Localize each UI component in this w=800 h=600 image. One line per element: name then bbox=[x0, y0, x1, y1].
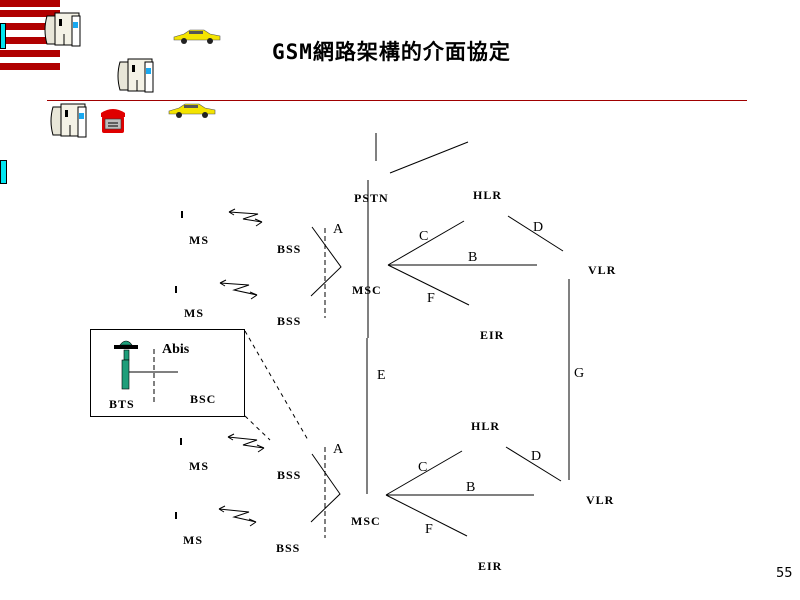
radio-link-icon bbox=[228, 208, 263, 227]
title-divider bbox=[47, 100, 747, 101]
ms-label: MS bbox=[189, 459, 209, 473]
pstn-line bbox=[389, 141, 469, 174]
vlr-label: VLR bbox=[586, 493, 615, 507]
hlr-label: HLR bbox=[471, 419, 501, 433]
bss-label: BSS bbox=[276, 541, 301, 555]
interface-b-label: B bbox=[468, 250, 478, 265]
slide-title: GSM網路架構的介面協定 bbox=[272, 40, 511, 64]
interface-c-line bbox=[387, 220, 465, 266]
taxi-icon bbox=[173, 29, 221, 44]
interface-f-line bbox=[385, 494, 468, 537]
interface-a-label: A bbox=[333, 222, 344, 237]
link-e-label: E bbox=[377, 368, 386, 383]
ms-label: MS bbox=[184, 306, 204, 320]
callout-line bbox=[244, 415, 271, 441]
hlr-label: HLR bbox=[473, 188, 503, 202]
eir-label: EIR bbox=[478, 559, 503, 573]
bss-label: BSS bbox=[277, 242, 302, 256]
interface-f-label: F bbox=[427, 291, 435, 306]
interface-d-line bbox=[505, 446, 562, 482]
telephone-icon bbox=[101, 109, 125, 133]
page-number: 55 bbox=[776, 566, 793, 581]
interface-d-label: D bbox=[533, 220, 544, 235]
pstn-label: PSTN bbox=[354, 191, 389, 205]
cyan-bar-icon bbox=[0, 23, 6, 49]
interface-c-label: C bbox=[419, 229, 429, 244]
cyan-bar-icon bbox=[0, 160, 7, 184]
computer-icon bbox=[117, 58, 154, 93]
bss-label: BSS bbox=[277, 314, 302, 328]
interface-f-label: F bbox=[425, 522, 433, 537]
interface-c-label: C bbox=[418, 460, 428, 475]
bts-label: BTS bbox=[109, 397, 135, 411]
bss-detail-box bbox=[90, 329, 245, 417]
link-g-label: G bbox=[574, 366, 585, 381]
interface-d-label: D bbox=[531, 449, 542, 464]
eir-label: EIR bbox=[480, 328, 505, 342]
interface-f-line bbox=[387, 264, 470, 306]
abis-label: Abis bbox=[162, 342, 190, 357]
a-interface-bracket bbox=[310, 226, 342, 297]
computer-icon bbox=[44, 12, 81, 47]
a-interface-bracket bbox=[310, 453, 341, 523]
bsc-label: BSC bbox=[190, 392, 217, 406]
msc-label: MSC bbox=[351, 514, 381, 528]
callout-line bbox=[244, 330, 309, 441]
bts-tower-icon bbox=[114, 340, 138, 390]
vlr-label: VLR bbox=[588, 263, 617, 277]
interface-d-line bbox=[507, 215, 564, 252]
ms-label: MS bbox=[189, 233, 209, 247]
bss-label: BSS bbox=[277, 468, 302, 482]
radio-link-icon bbox=[219, 279, 258, 300]
radio-link-icon bbox=[227, 433, 265, 453]
computer-icon bbox=[50, 103, 87, 138]
interface-c-line bbox=[385, 450, 463, 496]
radio-link-icon bbox=[218, 505, 257, 527]
interface-b-label: B bbox=[466, 480, 476, 495]
msc-label: MSC bbox=[352, 283, 382, 297]
taxi-icon bbox=[168, 103, 216, 118]
interface-a-label: A bbox=[333, 442, 344, 457]
ms-label: MS bbox=[183, 533, 203, 547]
